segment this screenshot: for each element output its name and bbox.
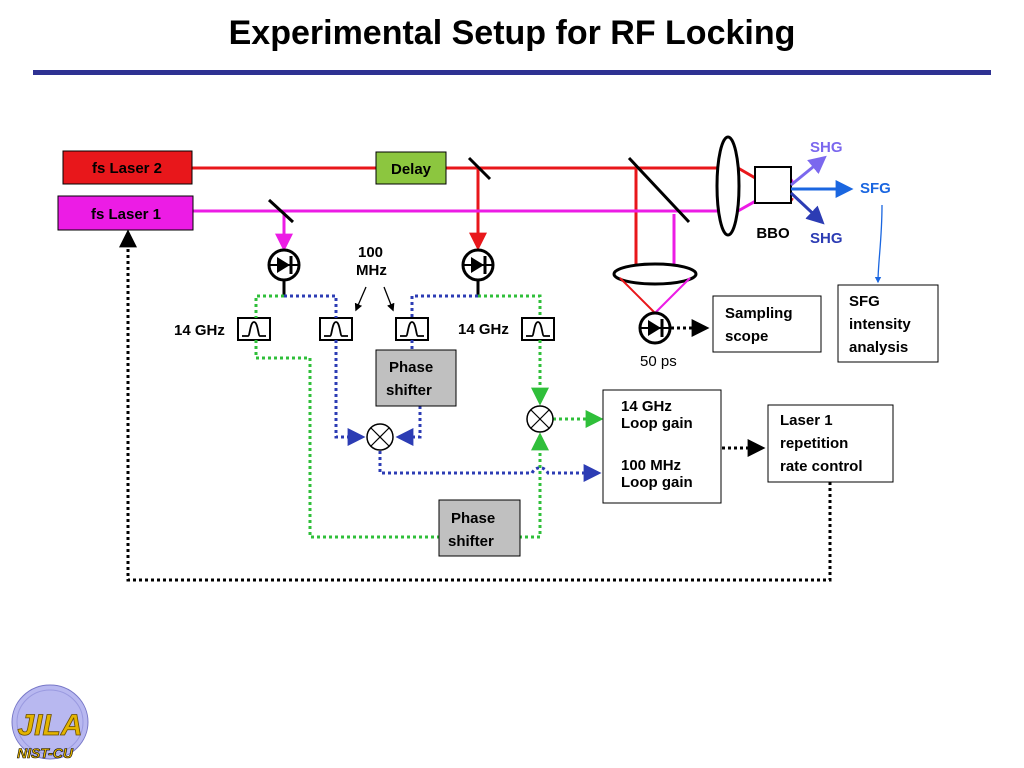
delay-box (375, 151, 447, 185)
phase-shifter-2-line2: shifter (448, 533, 494, 550)
mirror-icon (627, 156, 691, 224)
loop14-line2: Loop gain (621, 415, 693, 432)
filter-14ghz-left-icon (237, 317, 271, 341)
beamsplitter-1-icon (267, 198, 295, 224)
shg-bottom-label: SHG (810, 230, 843, 247)
sampling-scope-box (712, 295, 822, 353)
ghz-right-label: 14 GHz (458, 321, 509, 338)
bbo-label: BBO (756, 225, 790, 242)
mixer-100mhz-icon (366, 423, 394, 451)
lens-vertical-icon (715, 135, 741, 237)
laser2-beam (192, 166, 794, 272)
filter-14ghz-right-icon (521, 317, 555, 341)
photodiode-right-icon (461, 248, 495, 282)
laser1-box (57, 195, 194, 231)
feedback-path (119, 229, 832, 582)
laser1-label: fs Laser 1 (91, 206, 161, 223)
sfg-analysis-line2: intensity (849, 316, 911, 333)
sfg-analysis-line3: analysis (849, 339, 908, 356)
mixer-14ghz-icon (526, 405, 554, 433)
phase-shifter-1-line1: Phase (389, 359, 433, 376)
beamsplitter-2-icon (467, 156, 492, 181)
bbo-crystal (754, 166, 792, 204)
sfg-label: SFG (860, 180, 891, 197)
sampling-line2: scope (725, 328, 768, 345)
rep-rate-control-box (767, 404, 894, 483)
freq-100-label-line2: MHz (356, 262, 387, 279)
loop14-line1: 14 GHz (621, 398, 672, 415)
logo-text: NIST-CU (17, 745, 74, 761)
laser2-label: fs Laser 2 (92, 160, 162, 177)
shg-top-label: SHG (810, 139, 843, 156)
blue-100mhz-paths (284, 294, 602, 482)
loop-gain-box (602, 389, 722, 504)
sfg-analysis-line1: SFG (849, 293, 880, 310)
photodiode-left-icon (267, 248, 301, 282)
phase-shifter-1-line2: shifter (386, 382, 432, 399)
phase-shifter-1 (375, 349, 457, 407)
slide-title: Experimental Setup for RF Locking (228, 14, 796, 52)
ps50-label: 50 ps (640, 353, 677, 370)
ghz-left-label: 14 GHz (174, 322, 225, 339)
rep-line1: Laser 1 (780, 412, 833, 429)
laser2-box (62, 150, 193, 185)
title-rule (33, 70, 991, 75)
filter-100mhz-left-icon (319, 317, 353, 341)
lens-horizontal-icon (612, 262, 698, 286)
shg-bottom-beam (789, 191, 825, 225)
sampling-line1: Sampling (725, 305, 793, 322)
sfg-analysis-box (837, 284, 939, 363)
jila-logo: JILA NIST-CU (11, 684, 89, 761)
loop100-line1: 100 MHz (621, 457, 681, 474)
rep-line3: rate control (780, 458, 863, 475)
logo-letters: JILA (17, 709, 82, 742)
sfg-to-analysis-arrow (874, 204, 883, 284)
photodiode-scope-icon (638, 311, 672, 345)
freq-100-label-line1: 100 (358, 244, 383, 261)
filter-100mhz-right-icon (395, 317, 429, 341)
green-14ghz-paths (254, 294, 604, 539)
shg-top-beam (790, 155, 827, 187)
loop100-line2: Loop gain (621, 474, 693, 491)
phase-shifter-2 (438, 499, 521, 557)
phase-shifter-2-line1: Phase (451, 510, 495, 527)
delay-label: Delay (391, 161, 432, 178)
rep-line2: repetition (780, 435, 848, 452)
